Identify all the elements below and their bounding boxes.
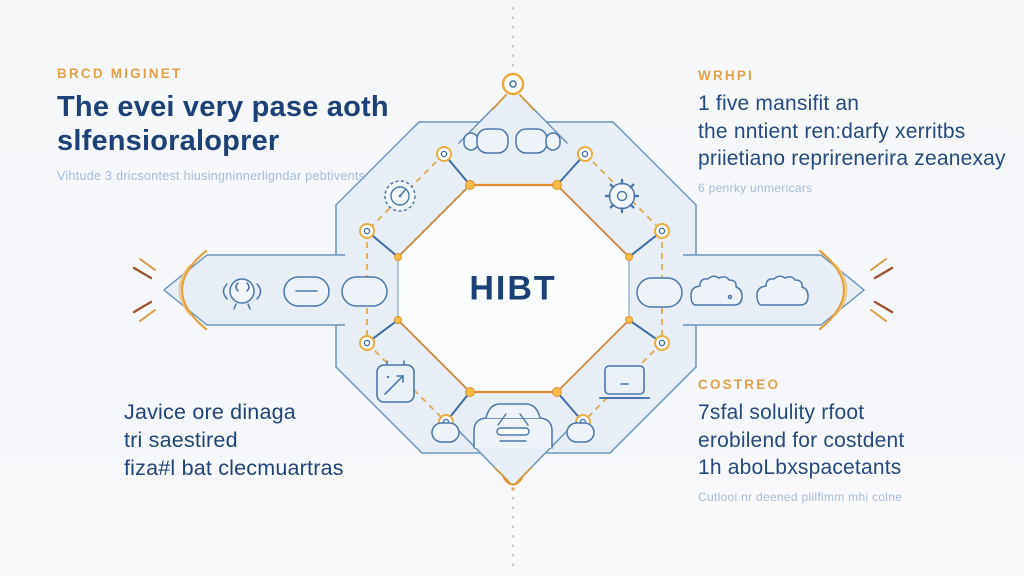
capsule-icon: [283, 276, 330, 307]
bottom-left-text: Javice ore dinaga tri saestired fiza#l b…: [124, 398, 444, 482]
laptop-icon: [599, 365, 650, 399]
top-left-subtext: Vihtude 3 dricsontest hiusingninnerlignd…: [57, 169, 366, 183]
text-line: 1h aboLbxspacetants: [698, 456, 902, 479]
ring-node-icon: [654, 335, 670, 351]
heading-line: The evei very pase aoth: [57, 91, 389, 123]
apex-target-icon: [501, 72, 525, 96]
speedometer-icon: [384, 180, 416, 212]
inner-orange-edges: [397, 183, 630, 394]
capsule-icon: [341, 276, 388, 307]
cloud-icon: [756, 275, 809, 306]
chart-arrow-icon: [376, 360, 415, 403]
arrow-left-tip: [132, 249, 208, 331]
ring-node-icon: [359, 335, 375, 351]
center-title: HIBT: [469, 269, 557, 308]
bottom-triangle-sides: [458, 430, 568, 491]
gear-icon: [604, 178, 640, 214]
bottom-right-subtext: Cutlooi nr deened plilfimm mhi colne: [698, 489, 903, 504]
arrow-right-tip: [818, 249, 894, 331]
capsule-icon: [636, 277, 683, 308]
block-top-right: WRHPI 1 five mansifit an the nntient ren…: [698, 68, 1008, 195]
text-line: 7sfal solulity rfoot: [698, 401, 865, 424]
text-line: erobilend for costdent: [698, 428, 905, 452]
car-top-icon: [463, 128, 561, 154]
text-line: fiza#l bat clecmuartras: [124, 456, 344, 480]
bottom-right-text: 7sfal solulity rfoot erobilend for costd…: [698, 399, 1018, 482]
bottom-right-eyebrow: COSTREO: [698, 377, 781, 392]
ring-node-icon: [359, 223, 375, 239]
block-bottom-left: Javice ore dinaga tri saestired fiza#l b…: [124, 398, 444, 482]
brain-icon: [222, 278, 262, 310]
text-line: the nntient ren:darfy xerritbs: [698, 119, 966, 143]
ring-node-icon: [654, 223, 670, 239]
top-triangle-sides: [458, 94, 568, 144]
top-right-eyebrow: WRHPI: [698, 68, 754, 83]
text-line: priietiano reprirenerira zeanexay: [698, 147, 1006, 170]
ring-node-icon: [436, 146, 452, 162]
block-top-left: BRCD MIGINET The evei very pase aoth slf…: [57, 66, 397, 183]
text-line: 1 five mansifit an: [698, 92, 860, 115]
text-line: Javice ore dinaga: [124, 400, 296, 424]
block-bottom-right: COSTREO 7sfal solulity rfoot erobilend f…: [698, 377, 1018, 504]
top-right-text: 1 five mansifit an the nntient ren:darfy…: [698, 90, 1008, 173]
text-line: tri saestired: [124, 428, 238, 452]
top-left-eyebrow: BRCD MIGINET: [57, 66, 183, 81]
vertex-dots: [394, 180, 633, 397]
heading-line: slfensioraloprer: [57, 125, 280, 157]
car-front-icon: [431, 403, 595, 449]
top-left-heading: The evei very pase aoth slfensioraloprer: [57, 90, 397, 158]
ring-node-icon: [577, 146, 593, 162]
top-right-subtext: 6 penrky unmericars: [698, 180, 813, 195]
cloud-icon: [690, 275, 743, 306]
